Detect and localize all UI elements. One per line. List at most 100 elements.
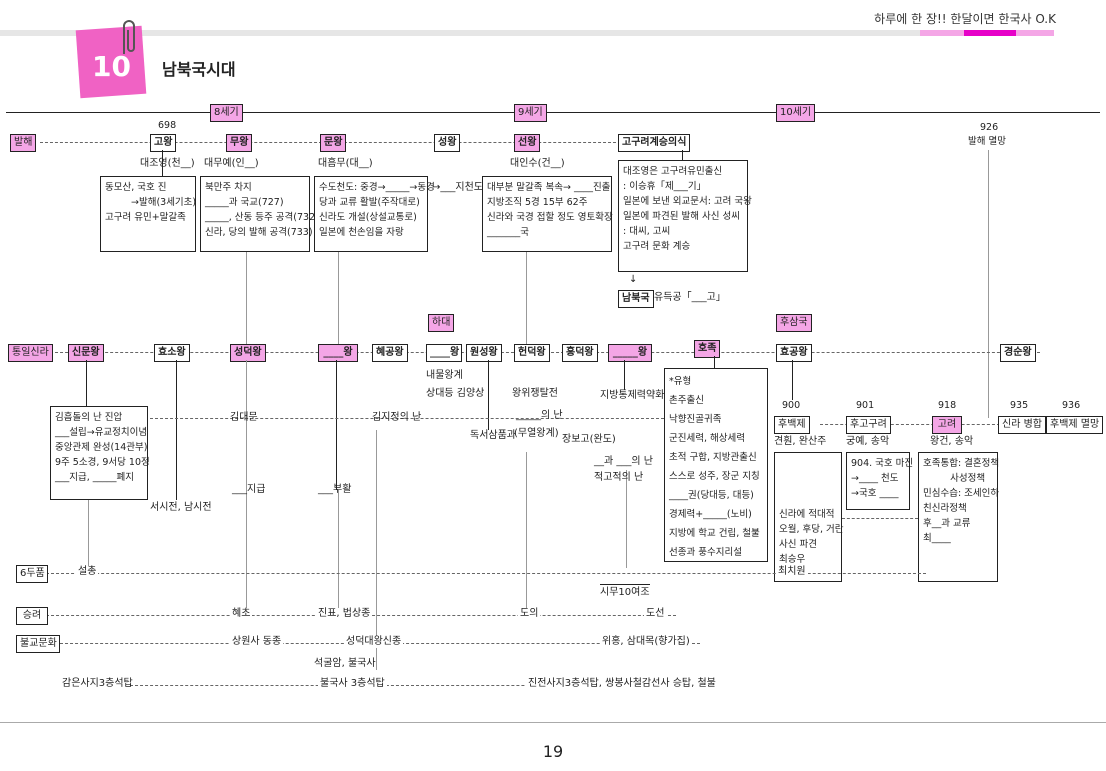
heritage-line-5: : 대씨, 고씨 <box>623 226 671 237</box>
hugoguryeo-box: 904. 국호 마진 →____ 천도 →국호 ____ <box>846 452 913 510</box>
goryeo-line-1: 호족통합: 결혼정책 <box>923 458 1000 469</box>
hojok-line-8: 경제력+_____(노비) <box>669 509 752 520</box>
king4-connector <box>336 360 337 490</box>
husamguk-line <box>820 424 1000 425</box>
king10-note-1: 지방통제력약화 <box>600 390 665 401</box>
bud-g: 진전사지3층석탑, 쌍봉사철감선사 승탑, 철불 <box>526 678 718 690</box>
seonwang-box: 대부분 말갈족 복속→ ____진출 지방조직 5경 15부 62주 신라와 국… <box>482 176 613 252</box>
paperclip-icon <box>123 20 135 54</box>
hubaekje-line-4: 최승우 <box>779 554 806 565</box>
munwang-note: 대흠무(대__) <box>318 158 373 169</box>
seonwang-line-1: 대부분 말갈족 복속→ ____진출 <box>487 182 611 193</box>
hojok-line-3: 낙향진골귀족 <box>669 414 722 425</box>
sinmun-line-2: ___설립→유교정치이념 <box>55 427 148 438</box>
king-seongwang: 성왕 <box>434 134 461 152</box>
seonwang-line-3: 신라와 국경 접할 정도 영토확장 <box>487 212 613 223</box>
yukdu-line <box>46 573 926 574</box>
king-heondeok: 헌덕왕 <box>514 344 550 362</box>
gowang-line-1: 동모산, 국호 진 <box>105 182 167 193</box>
hojok-line-1: *유형 <box>669 376 692 387</box>
sinmun-line-3: 중앙관제 완성(14관부) <box>55 442 148 453</box>
king10-note-2: __과 ___의 난 <box>594 456 653 467</box>
bud-e: 위홍, 삼대목(향가집) <box>600 636 692 648</box>
hubaekje-note: 견훤, 완산주 <box>774 436 827 447</box>
munwang-line-4: 일본에 천손임을 자랑 <box>319 227 404 238</box>
king-munwang: 문왕 <box>320 134 347 152</box>
heondeok-note-1: 왕위쟁탈전 <box>512 388 558 399</box>
heritage-connector <box>682 150 683 160</box>
bud-a: 상원사 동종 <box>230 636 284 648</box>
hadae-label: 하대 <box>428 314 455 332</box>
king6-note-1: 내물왕계 <box>426 370 463 381</box>
seongwang-arrow: →___지천도 <box>432 182 483 193</box>
silla-merge-label: 신라 병합 <box>998 416 1046 434</box>
footer-rule <box>0 722 1106 723</box>
page-number: 19 <box>542 742 564 761</box>
hubaekje-label: 후백제 <box>774 416 810 434</box>
hojok-line-7: ____권(당대등, 대등) <box>669 490 754 501</box>
goryeo-label: 고려 <box>932 416 962 434</box>
row-buddhist: 불교문화 <box>16 635 60 653</box>
monk-a: 혜초 <box>230 608 253 620</box>
heritage-title: 고구려계승의식 <box>618 134 691 152</box>
nambuk-note: 유득공「___고」 <box>654 292 726 303</box>
hojok-box: *유형 촌주출신 낙향진골귀족 군진세력, 해상세력 초적 구합, 지방관출신 … <box>664 368 768 562</box>
header-title: 하루에 한 장!! 한달이면 한국사 O.K <box>874 12 1056 26</box>
century-10: 10세기 <box>776 104 816 122</box>
pro-silla-line <box>842 518 918 519</box>
king-hyoso: 효소왕 <box>154 344 190 362</box>
munwang-line-2: 당과 교류 활발(주작대로) <box>319 197 420 208</box>
seonwang-line-2: 지방조직 5경 15부 62주 <box>487 197 588 208</box>
muwang-note: 대무예(인__) <box>204 158 259 169</box>
connector-line <box>246 252 247 344</box>
gowang-connector <box>162 150 163 176</box>
header-bar-magenta <box>964 30 1016 36</box>
row-yukdu: 6두품 <box>16 565 48 583</box>
king4-note: ___부활 <box>318 484 352 495</box>
hojok-line-10: 선종과 풍수지리설 <box>669 547 742 558</box>
king-wonseong: 원성왕 <box>466 344 502 362</box>
muwang-line-2: _____과 국교(727) <box>205 197 284 208</box>
hojok-label: 호족 <box>694 340 721 358</box>
heritage-line-3: 일본에 보낸 외교문서: 고려 국왕 <box>623 196 752 207</box>
sinmun-line-4: 9주 5소경, 9서당 10정 <box>55 457 150 468</box>
row-monk: 승려 <box>16 607 48 625</box>
hugoguryeo-label: 후고구려 <box>846 416 891 434</box>
seonwang-line-4: _______국 <box>487 227 529 238</box>
connector-line <box>338 252 339 344</box>
heritage-line-4: 일본에 파견된 발해 사신 성씨 <box>623 211 740 222</box>
king-hyogong: 효공왕 <box>776 344 812 362</box>
connector-line <box>338 490 339 610</box>
wonseong-note: 독서삼품과 <box>470 430 516 441</box>
header-bar-pink-2 <box>1016 30 1054 36</box>
king-heungdeok: 흥덕왕 <box>562 344 598 362</box>
gowang-note: 대조영(천__) <box>140 158 195 169</box>
goryeo-line-3: 민심수습: 조세인하 <box>923 488 1000 499</box>
hojok-line-6: 스스로 성주, 장군 지칭 <box>669 471 760 482</box>
timeline-line <box>6 112 1100 113</box>
goryeo-line-5: 후__과 교류 <box>923 518 971 529</box>
muwang-box: 북만주 차지 _____과 국교(727) _____, 산동 등주 공격(73… <box>200 176 319 252</box>
wonseong-connector <box>488 360 489 430</box>
bud-f: 감은사지3층석탑 <box>62 678 133 689</box>
king10-connector <box>624 360 625 390</box>
gowang-box: 동모산, 국호 진 →발해(3세기초) 고구려 유민+말갈족 <box>100 176 196 252</box>
heondeok-note-3: (무열왕계) <box>514 428 559 439</box>
muwang-line-1: 북만주 차지 <box>205 182 252 193</box>
king-seongdeok: 성덕왕 <box>230 344 266 362</box>
hubaekje-box: 신라에 적대적 오월, 후당, 거란 사신 파견 최승우 <box>774 452 844 582</box>
king-gowang: 고왕 <box>150 134 177 152</box>
seonwang-note: 대인수(건__) <box>510 158 565 169</box>
header-bar-gray <box>0 30 920 36</box>
monk-b: 진표, 법상종 <box>316 608 373 620</box>
hyogong-connector <box>792 360 793 400</box>
balhae-fall: 발해 멸망 <box>968 136 1006 147</box>
bud-b: 성덕대왕신종 <box>344 636 404 648</box>
goryeo-note: 왕건, 송악 <box>930 436 974 447</box>
king-muwang: 무왕 <box>226 134 253 152</box>
bud-c: 석굴암, 불국사 <box>314 658 376 669</box>
seongdeok-note-1: 김대문 <box>230 412 258 423</box>
king10-note-3: 적고적의 난 <box>594 472 644 483</box>
year-936: 936 <box>1062 400 1081 411</box>
header-bar-pink <box>920 30 964 36</box>
